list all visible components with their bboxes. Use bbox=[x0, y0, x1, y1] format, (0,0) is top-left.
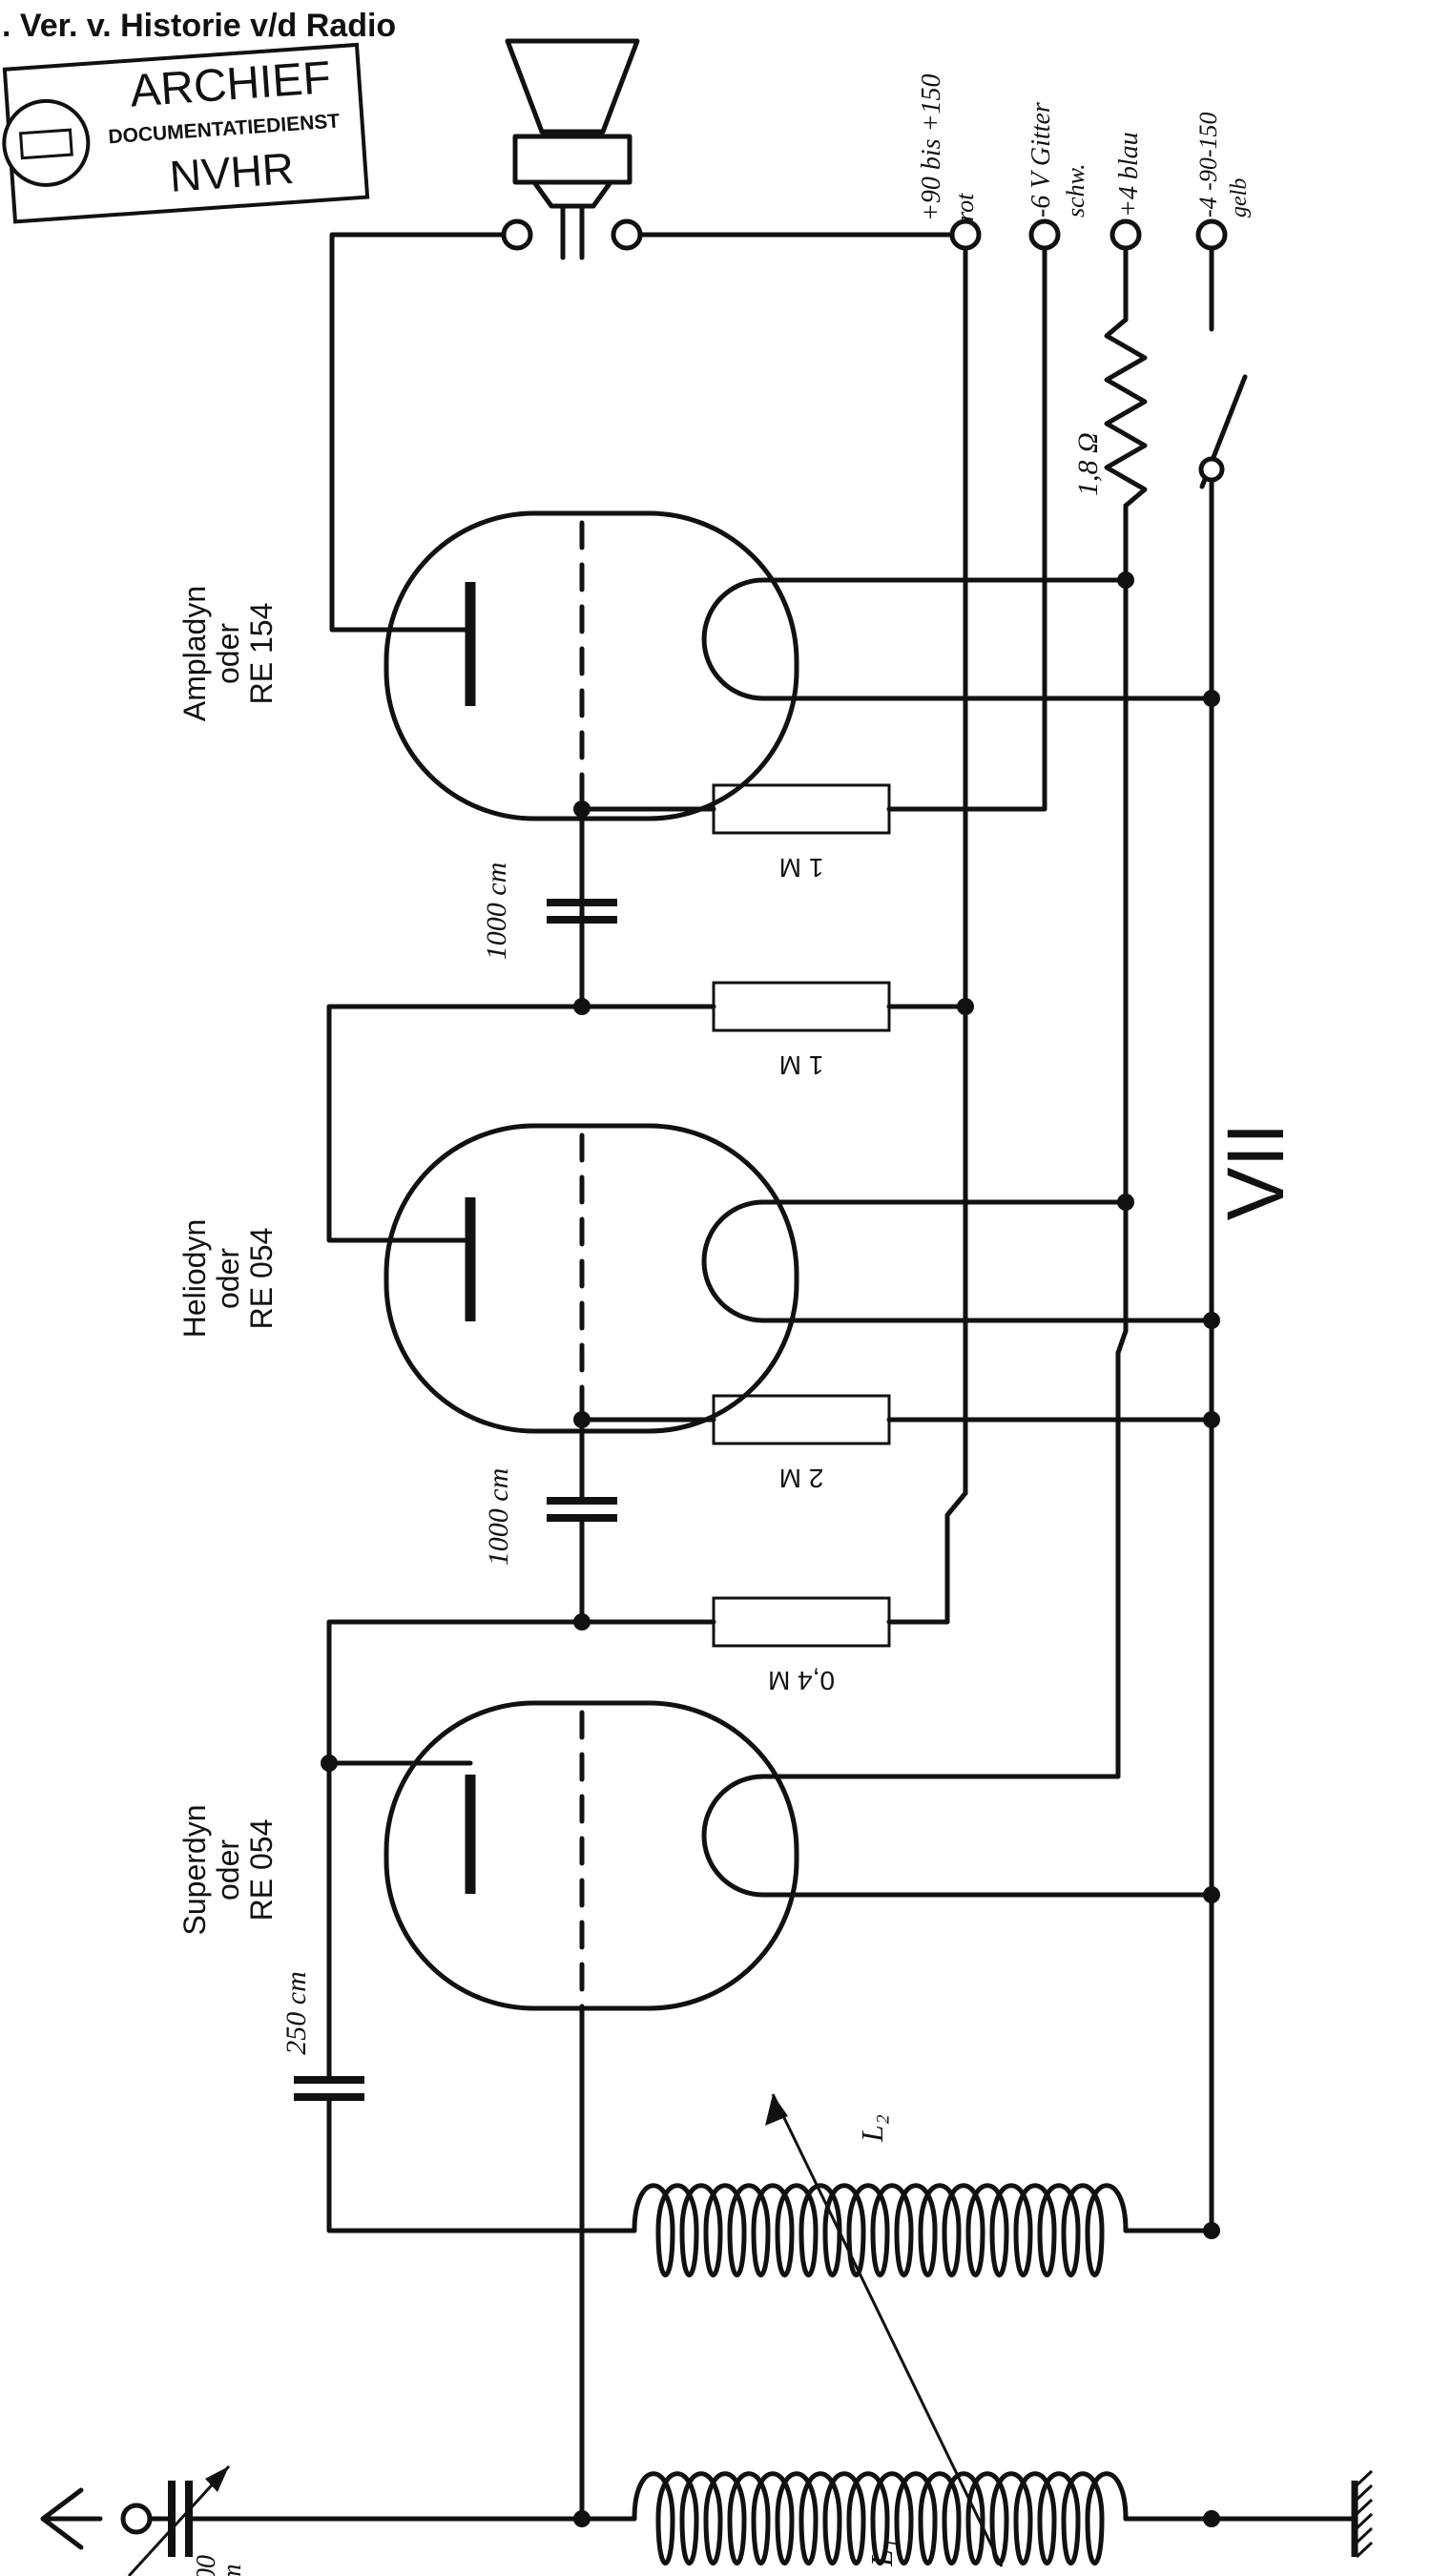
tube-heliodyn-mid: oder bbox=[211, 1248, 245, 1309]
heater-resistor-icon bbox=[1104, 317, 1148, 509]
header-text: . Ver. v. Historie v/d Radio bbox=[2, 8, 396, 44]
speaker-jack-left bbox=[501, 218, 533, 251]
resistor-r4-label: 0,4 M bbox=[768, 1666, 835, 1695]
tube-ampladyn: Ampladyn oder RE 154 bbox=[177, 510, 1214, 833]
terminal-label-hv: +90 bis +150 bbox=[917, 74, 946, 221]
tube-heliodyn-type: RE 054 bbox=[244, 1228, 279, 1330]
resistor-r1 bbox=[712, 783, 891, 835]
tube-superdyn: Superdyn oder RE 054 bbox=[177, 1350, 1214, 2023]
terminal-minus: -4 -90-150 gelb bbox=[1194, 113, 1252, 251]
junction-dots bbox=[321, 571, 1220, 2527]
coupling-arrow-icon bbox=[771, 2093, 1004, 2567]
terminal-sub-bias: schw. bbox=[1062, 163, 1089, 218]
antenna-jack bbox=[120, 2503, 153, 2535]
capacitor-c2-label: 1000 cm bbox=[483, 1468, 514, 1566]
tube-superdyn-mid: oder bbox=[211, 1839, 245, 1901]
antenna-icon bbox=[40, 2487, 103, 2550]
resistor-r1-label: 1 M bbox=[779, 853, 824, 883]
terminal-plus-heater: +4 blau bbox=[1110, 132, 1144, 251]
stamp-line3: NVHR bbox=[168, 143, 296, 201]
tube-heliodyn-name: Heliodyn bbox=[177, 1219, 212, 1339]
terminal-sub-minus: gelb bbox=[1227, 178, 1252, 218]
coil-l2: L₂ bbox=[632, 2114, 1129, 2277]
tube-heliodyn: Heliodyn oder RE 054 bbox=[177, 1123, 1214, 1445]
coil-l1: L₁ bbox=[632, 2471, 1129, 2567]
tube-ampladyn-mid: oder bbox=[211, 623, 245, 684]
loudspeaker-icon bbox=[505, 38, 640, 230]
stamp-logo-icon bbox=[2, 98, 91, 187]
resistor-r2 bbox=[712, 981, 891, 1032]
capacitor-c3-label: 250 cm bbox=[280, 1971, 312, 2054]
resistor-r2-label: 1 M bbox=[779, 1050, 824, 1080]
terminal-label-heater: +4 blau bbox=[1114, 132, 1144, 218]
terminal-plus-hv: +90 bis +150 rot bbox=[917, 74, 982, 251]
resistor-r3 bbox=[712, 1394, 891, 1445]
figure-label: VII bbox=[1211, 1123, 1300, 1221]
tube-superdyn-type: RE 054 bbox=[244, 1819, 279, 1922]
speaker-jack-right bbox=[611, 218, 643, 251]
terminal-label-bias: -6 V Gitter bbox=[1027, 102, 1056, 218]
terminal-label-minus: -4 -90-150 bbox=[1194, 113, 1222, 218]
tube-ampladyn-type: RE 154 bbox=[244, 603, 279, 705]
terminal-grid-bias: -6 V Gitter schw. bbox=[1027, 102, 1089, 251]
coil-l2-label: L₂ bbox=[855, 2114, 889, 2143]
heater-resistor-label: 1,8 Ω bbox=[1072, 432, 1104, 496]
capacitor-c4-label-b: cm bbox=[218, 2564, 247, 2576]
coil-l1-label: L₁ bbox=[864, 2539, 899, 2567]
tube-ampladyn-name: Ampladyn bbox=[177, 586, 212, 721]
archive-stamp: ARCHIEF DOCUMENTATIEDIENST NVHR bbox=[2, 42, 370, 224]
resistor-r4 bbox=[712, 1596, 891, 1648]
ground-icon bbox=[1351, 2469, 1374, 2559]
capacitor-c1-label: 1000 cm bbox=[481, 862, 512, 960]
terminal-sub-hv: rot bbox=[951, 193, 979, 221]
resistor-r3-label: 2 M bbox=[779, 1464, 824, 1493]
tube-superdyn-name: Superdyn bbox=[177, 1805, 212, 1936]
capacitor-c4-label-a: 500 bbox=[192, 2555, 221, 2576]
switch-contact bbox=[1198, 456, 1225, 483]
